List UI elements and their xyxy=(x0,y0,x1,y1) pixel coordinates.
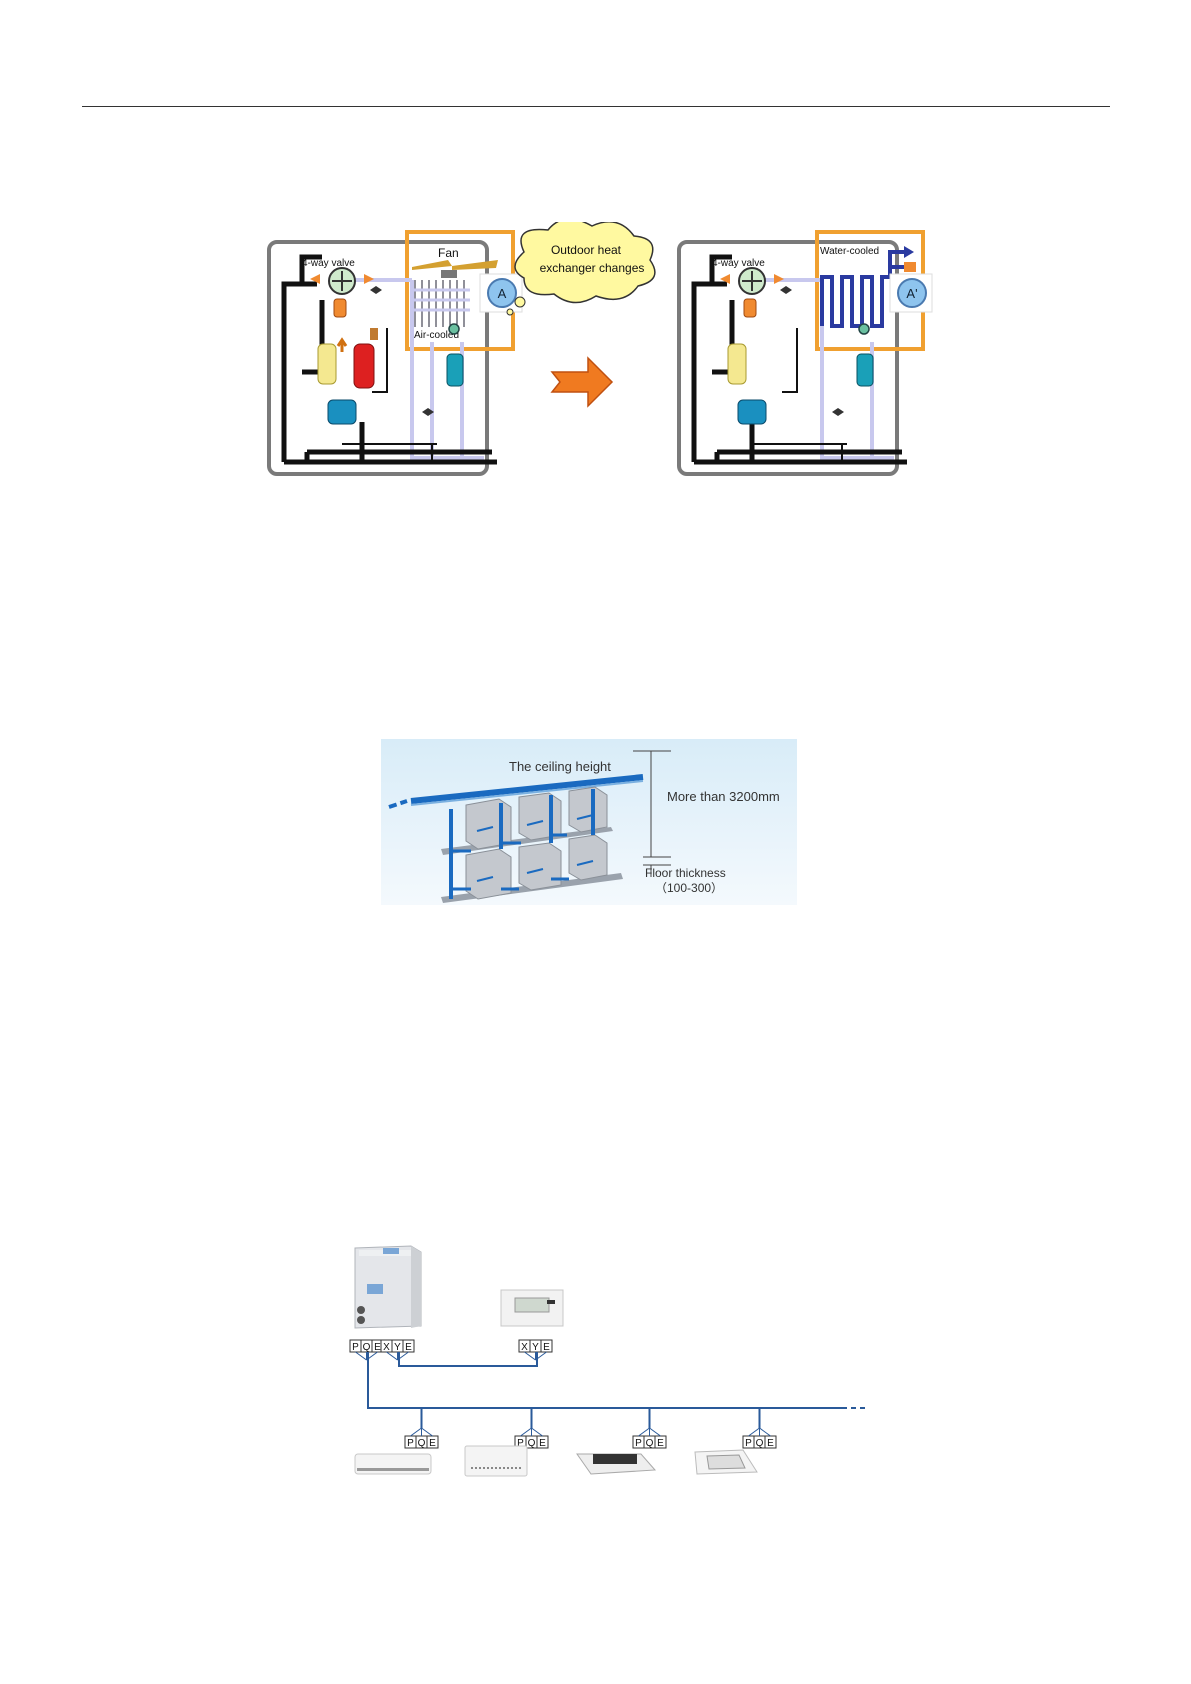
terminal-label: E xyxy=(543,1342,550,1353)
badge-a: A xyxy=(498,286,507,301)
indoor-unit-console-image xyxy=(465,1446,527,1476)
indoor-unit-cassette-four-way-image xyxy=(695,1450,757,1474)
fan-label: Fan xyxy=(438,246,459,260)
terminal-label: P xyxy=(407,1438,414,1449)
transition-arrow-icon xyxy=(552,358,612,406)
ceiling-height-label: The ceiling height xyxy=(509,759,611,774)
air-cooled-unit: 4-way valve Fan Air-cooled A xyxy=(269,232,522,474)
terminal-label: Q xyxy=(646,1438,654,1449)
floor-thickness-label: Floor thickness xyxy=(645,866,726,880)
floor-thickness-range: （100-300） xyxy=(655,881,723,895)
terminal-label: Q xyxy=(528,1438,536,1449)
terminal-label: E xyxy=(767,1438,774,1449)
header-rule xyxy=(82,106,1110,107)
terminal-label: Y xyxy=(394,1342,401,1353)
change-callout-cloud: Outdoor heat exchanger changes xyxy=(507,222,655,315)
right-coil-label: Water-cooled xyxy=(820,246,879,257)
terminal-label: X xyxy=(521,1342,528,1353)
pqe-bus-wire xyxy=(368,1352,842,1408)
terminal-label: Q xyxy=(363,1342,371,1353)
height-requirement-label: More than 3200mm xyxy=(667,789,780,804)
terminal-label: Q xyxy=(418,1438,426,1449)
cloud-line-2: exchanger changes xyxy=(540,261,645,275)
water-cooled-unit: 4-way valve Water-cooled A' xyxy=(679,232,932,474)
indoor-unit-wall-image xyxy=(355,1454,431,1474)
terminal-label: X xyxy=(383,1342,390,1353)
terminal-label: P xyxy=(745,1438,752,1449)
badge-a-prime: A' xyxy=(906,286,917,301)
indoor-unit-cassette-one-way-image xyxy=(577,1454,655,1474)
terminal-label: E xyxy=(539,1438,546,1449)
terminal-label: Q xyxy=(756,1438,764,1449)
heat-exchanger-diagram: 4-way valve Fan Air-cooled A xyxy=(262,222,940,480)
cloud-line-1: Outdoor heat xyxy=(551,243,622,257)
xye-comm-wire xyxy=(399,1352,537,1366)
terminal-label: Y xyxy=(532,1342,539,1353)
fan-icon xyxy=(441,270,457,278)
terminal-label: E xyxy=(429,1438,436,1449)
terminal-label: P xyxy=(635,1438,642,1449)
terminal-label: E xyxy=(657,1438,664,1449)
left-valve-label: 4-way valve xyxy=(302,258,355,269)
outdoor-unit-image xyxy=(355,1246,421,1328)
terminal-label: E xyxy=(374,1342,381,1353)
terminal-label: E xyxy=(405,1342,412,1353)
right-valve-label: 4-way valve xyxy=(712,258,765,269)
wired-controller-image xyxy=(501,1290,563,1326)
ceiling-height-diagram: The ceiling height More than 3200mm Floo… xyxy=(381,739,797,905)
terminal-label: P xyxy=(352,1342,359,1353)
